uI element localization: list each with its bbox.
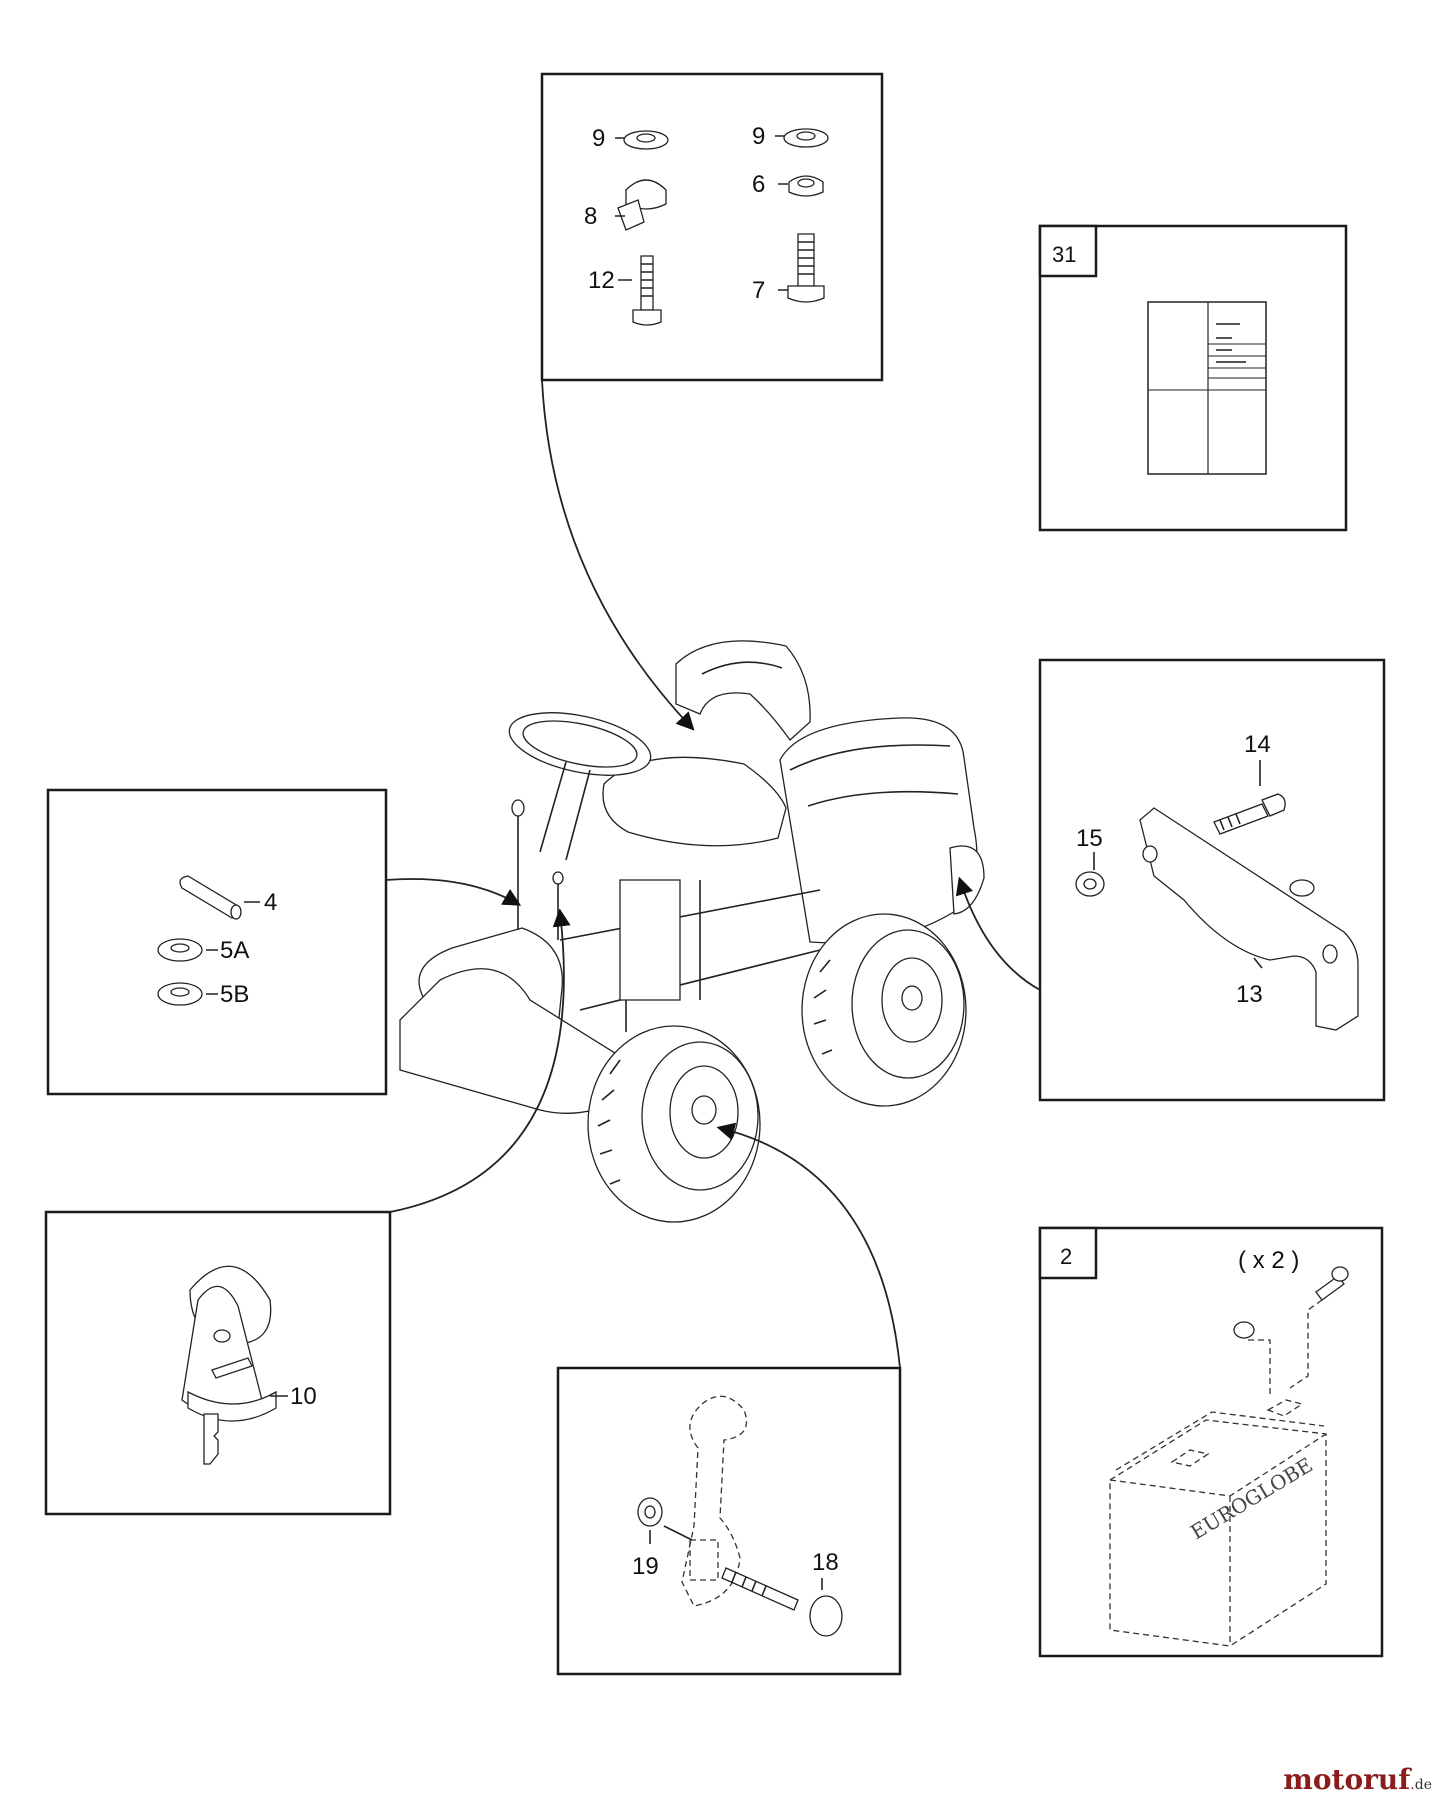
label-10: 10 (290, 1383, 317, 1410)
bolt-14 (1213, 793, 1286, 835)
label-5A: 5A (220, 937, 249, 964)
nut-15 (1075, 871, 1105, 897)
battery-quantity: ( x 2 ) (1238, 1247, 1299, 1274)
leader-lines (385, 379, 1041, 1369)
watermark-logo: motoruf.de (1283, 1763, 1432, 1796)
watermark-main: motoruf (1283, 1763, 1411, 1796)
washer-5A (157, 938, 203, 962)
riding-mower-illustration (399, 640, 985, 1223)
manual-booklet-icon (1147, 301, 1267, 475)
label-9-left: 9 (592, 125, 605, 152)
label-7: 7 (752, 277, 765, 304)
tag-31: 31 (1052, 242, 1076, 267)
panel-pins: 4 5A 5B (46, 788, 388, 1096)
watermark-suffix: .de (1410, 1777, 1432, 1793)
label-4: 4 (264, 889, 277, 916)
pedal-part (681, 1395, 748, 1607)
ignition-key-icon (181, 1265, 277, 1465)
pin-4 (179, 875, 242, 920)
tag-2: 2 (1060, 1244, 1072, 1269)
panel-key: 10 (44, 1210, 392, 1516)
panel-bracket: 14 15 13 (1038, 658, 1386, 1102)
label-14: 14 (1244, 731, 1271, 758)
panel-fasteners: 9 8 12 9 6 7 (540, 72, 884, 382)
battery-nut (1233, 1321, 1255, 1339)
label-15: 15 (1076, 825, 1103, 852)
label-13: 13 (1236, 981, 1263, 1008)
label-6: 6 (752, 171, 765, 198)
bracket-part (1139, 807, 1359, 1031)
bolt-18 (721, 1567, 843, 1637)
panel-pedal: 19 18 (556, 1366, 902, 1676)
washer-19 (637, 1497, 663, 1527)
label-18: 18 (812, 1549, 839, 1576)
panel-battery: 2 ( x 2 ) EUROGLOBE (1038, 1226, 1384, 1658)
label-9-right: 9 (752, 123, 765, 150)
label-8: 8 (584, 203, 597, 230)
label-12: 12 (588, 267, 615, 294)
front-wheel (587, 1025, 761, 1223)
label-5B: 5B (220, 981, 249, 1008)
rear-wheel (801, 913, 967, 1107)
label-19: 19 (632, 1553, 659, 1580)
battery-screw (1315, 1266, 1349, 1301)
panel-manual: 31 (1038, 224, 1348, 532)
washer-5B (157, 982, 203, 1006)
